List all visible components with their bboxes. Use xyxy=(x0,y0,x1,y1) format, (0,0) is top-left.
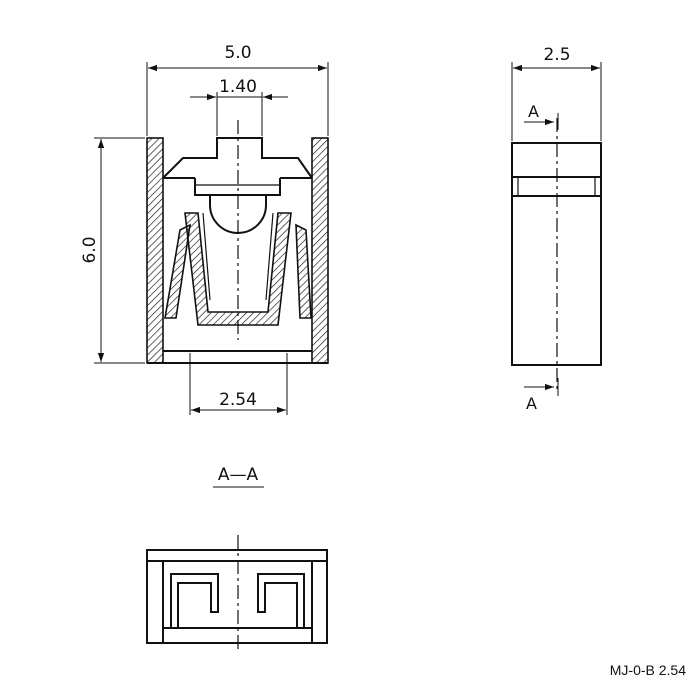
dim-height: 6.0 xyxy=(80,137,145,364)
dim-side-width: 2.5 xyxy=(511,45,602,141)
section-marker-bottom-label: A xyxy=(526,394,537,413)
right-leaf-spring xyxy=(295,223,312,319)
overall-width-label: 5.0 xyxy=(224,43,251,63)
section-title-label: A—A xyxy=(218,465,259,485)
left-wall xyxy=(146,137,164,364)
section-marker-top: A xyxy=(524,102,559,130)
left-leaf-spring xyxy=(164,223,192,319)
section-view xyxy=(146,535,328,652)
section-marker-top-label: A xyxy=(528,102,539,121)
right-wall xyxy=(311,137,329,364)
top-cap xyxy=(162,137,313,179)
section-contact-right xyxy=(257,573,305,628)
slot-width-label: 1.40 xyxy=(219,77,257,97)
height-label: 6.0 xyxy=(80,236,100,263)
front-view xyxy=(146,120,329,364)
section-marker-bottom: A xyxy=(524,378,559,413)
side-width-label: 2.5 xyxy=(543,45,570,65)
dim-overall-width: 5.0 xyxy=(146,43,329,136)
pitch-label: 2.54 xyxy=(219,390,257,410)
part-code: MJ-0-B 2.54 xyxy=(609,662,686,678)
contact-spring xyxy=(184,212,292,326)
section-title: A—A xyxy=(213,465,264,488)
section-outer xyxy=(146,549,328,644)
dim-slot-width: 1.40 xyxy=(190,77,288,136)
section-contact-left xyxy=(170,573,219,628)
side-view xyxy=(511,118,602,392)
dim-pitch: 2.54 xyxy=(189,353,288,415)
